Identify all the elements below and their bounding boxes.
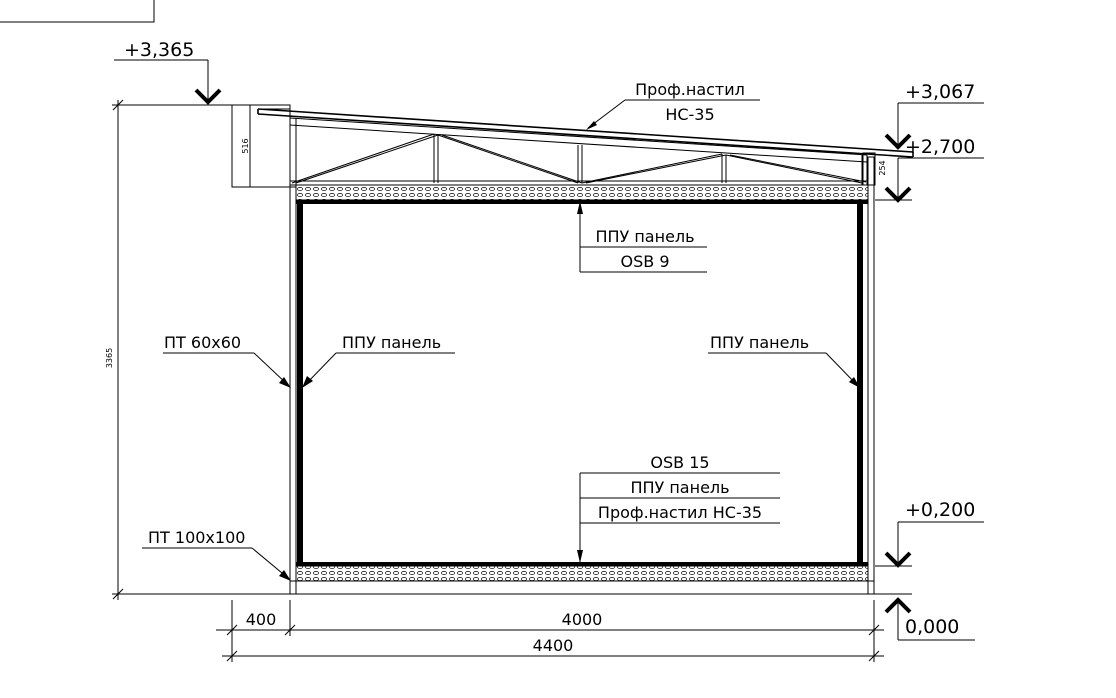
column-60-label: ПТ 60х60 [164, 333, 241, 352]
left-truss-height-value: 516 [241, 138, 250, 153]
floor-label-line1: OSB 15 [650, 453, 709, 472]
left-wall-panel [297, 204, 303, 562]
columns [289, 156, 875, 595]
ceiling-osb [296, 200, 868, 204]
elevation-mark-ground [884, 597, 912, 614]
roof-sheet [257, 108, 914, 158]
column-100-leader [142, 547, 289, 579]
floor-insulation [295, 565, 869, 582]
span-dimension-value: 4000 [562, 610, 603, 629]
column-60-leader [163, 352, 289, 386]
elevation-mark-top-right [884, 133, 912, 150]
right-truss-height-value: 254 [878, 160, 887, 175]
left-wall-panel-label: ППУ панель [342, 333, 441, 352]
elevation-eave-label: +2,700 [905, 136, 975, 158]
floor-label-line2: ППУ панель [630, 478, 729, 497]
ceiling-label-line2: OSB 9 [621, 252, 670, 271]
title-block-fragment [0, 0, 155, 23]
roofing-label-line1: Проф.настил [635, 80, 745, 99]
overall-height-dimension [112, 99, 232, 600]
roofing-label-line2: НС-35 [665, 105, 714, 124]
right-wall-panel-leader [708, 352, 858, 386]
overhang-dimension-value: 400 [246, 610, 277, 629]
elevation-floor-label: +0,200 [905, 499, 975, 521]
right-wall-panel [857, 204, 863, 562]
elevation-top-right-label: +3,067 [905, 81, 975, 103]
floor-label-line3: Проф.настил НС-35 [598, 503, 762, 522]
overall-height-value: 3365 [105, 348, 114, 368]
floor-osb [296, 562, 868, 566]
floor-leader [579, 472, 780, 562]
roof-truss [231, 104, 876, 188]
left-wall-panel-leader [304, 352, 455, 386]
elevation-mark-top-left [194, 88, 222, 105]
elevation-ground-label: 0,000 [905, 616, 959, 638]
ceiling-insulation [295, 184, 869, 201]
total-dimension-value: 4400 [533, 636, 574, 655]
ceiling-leader [579, 206, 707, 273]
right-wall-panel-label: ППУ панель [710, 333, 809, 352]
elevation-top-left-label: +3,365 [124, 39, 194, 61]
elevation-mark-floor [884, 551, 912, 568]
ceiling-label-line1: ППУ панель [595, 227, 694, 246]
bottom-dimensions [216, 600, 884, 662]
column-100-label: ПТ 100х100 [148, 528, 245, 547]
